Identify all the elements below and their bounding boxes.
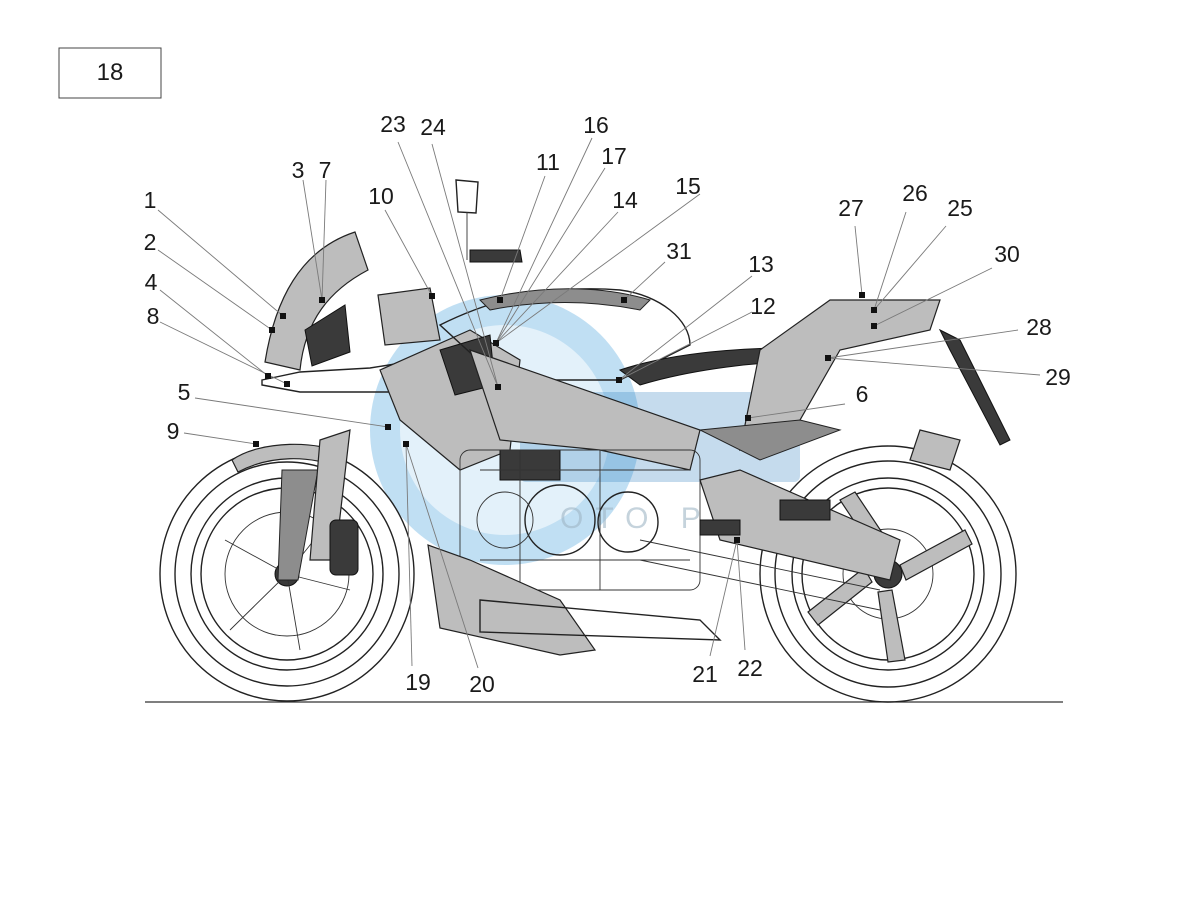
callout-17: 17: [601, 143, 627, 169]
callout-1: 1: [144, 187, 157, 213]
callout-8: 8: [147, 303, 160, 329]
callout-7: 7: [319, 157, 332, 183]
callout-20: 20: [469, 671, 495, 697]
callout-13: 13: [748, 251, 774, 277]
callout-3: 3: [292, 157, 305, 183]
callout-31: 31: [666, 238, 692, 264]
callout-11: 11: [536, 149, 560, 175]
callout-30: 30: [994, 241, 1020, 267]
callout-22: 22: [737, 655, 763, 681]
callout-21: 21: [692, 661, 718, 687]
leader-lines: [157, 137, 1041, 669]
callout-23: 23: [380, 111, 406, 137]
callout-9: 9: [167, 418, 180, 444]
callout-16: 16: [583, 112, 609, 138]
callout-29: 29: [1045, 364, 1071, 390]
callout-28: 28: [1026, 314, 1052, 340]
callout-2: 2: [144, 229, 157, 255]
decal-markers: [253, 292, 877, 543]
callout-5: 5: [178, 379, 191, 405]
callout-12: 12: [750, 293, 776, 319]
callout-14: 14: [612, 187, 638, 213]
group-number: 18: [97, 59, 124, 86]
callout-25: 25: [947, 195, 973, 221]
callout-26: 26: [902, 180, 928, 206]
callout-6: 6: [856, 381, 869, 407]
group-number-box: 18: [58, 47, 162, 99]
callout-labels: 1 2 3 4 5 6 7 8 9 10 11 12 13 14 15 16 1…: [144, 111, 1071, 697]
callout-27: 27: [838, 195, 864, 221]
callout-19: 19: [405, 669, 431, 695]
callout-15: 15: [675, 173, 701, 199]
callout-10: 10: [368, 183, 394, 209]
motorcycle-drawing: [159, 179, 1017, 703]
callout-4: 4: [145, 269, 158, 295]
callout-24: 24: [420, 114, 446, 140]
